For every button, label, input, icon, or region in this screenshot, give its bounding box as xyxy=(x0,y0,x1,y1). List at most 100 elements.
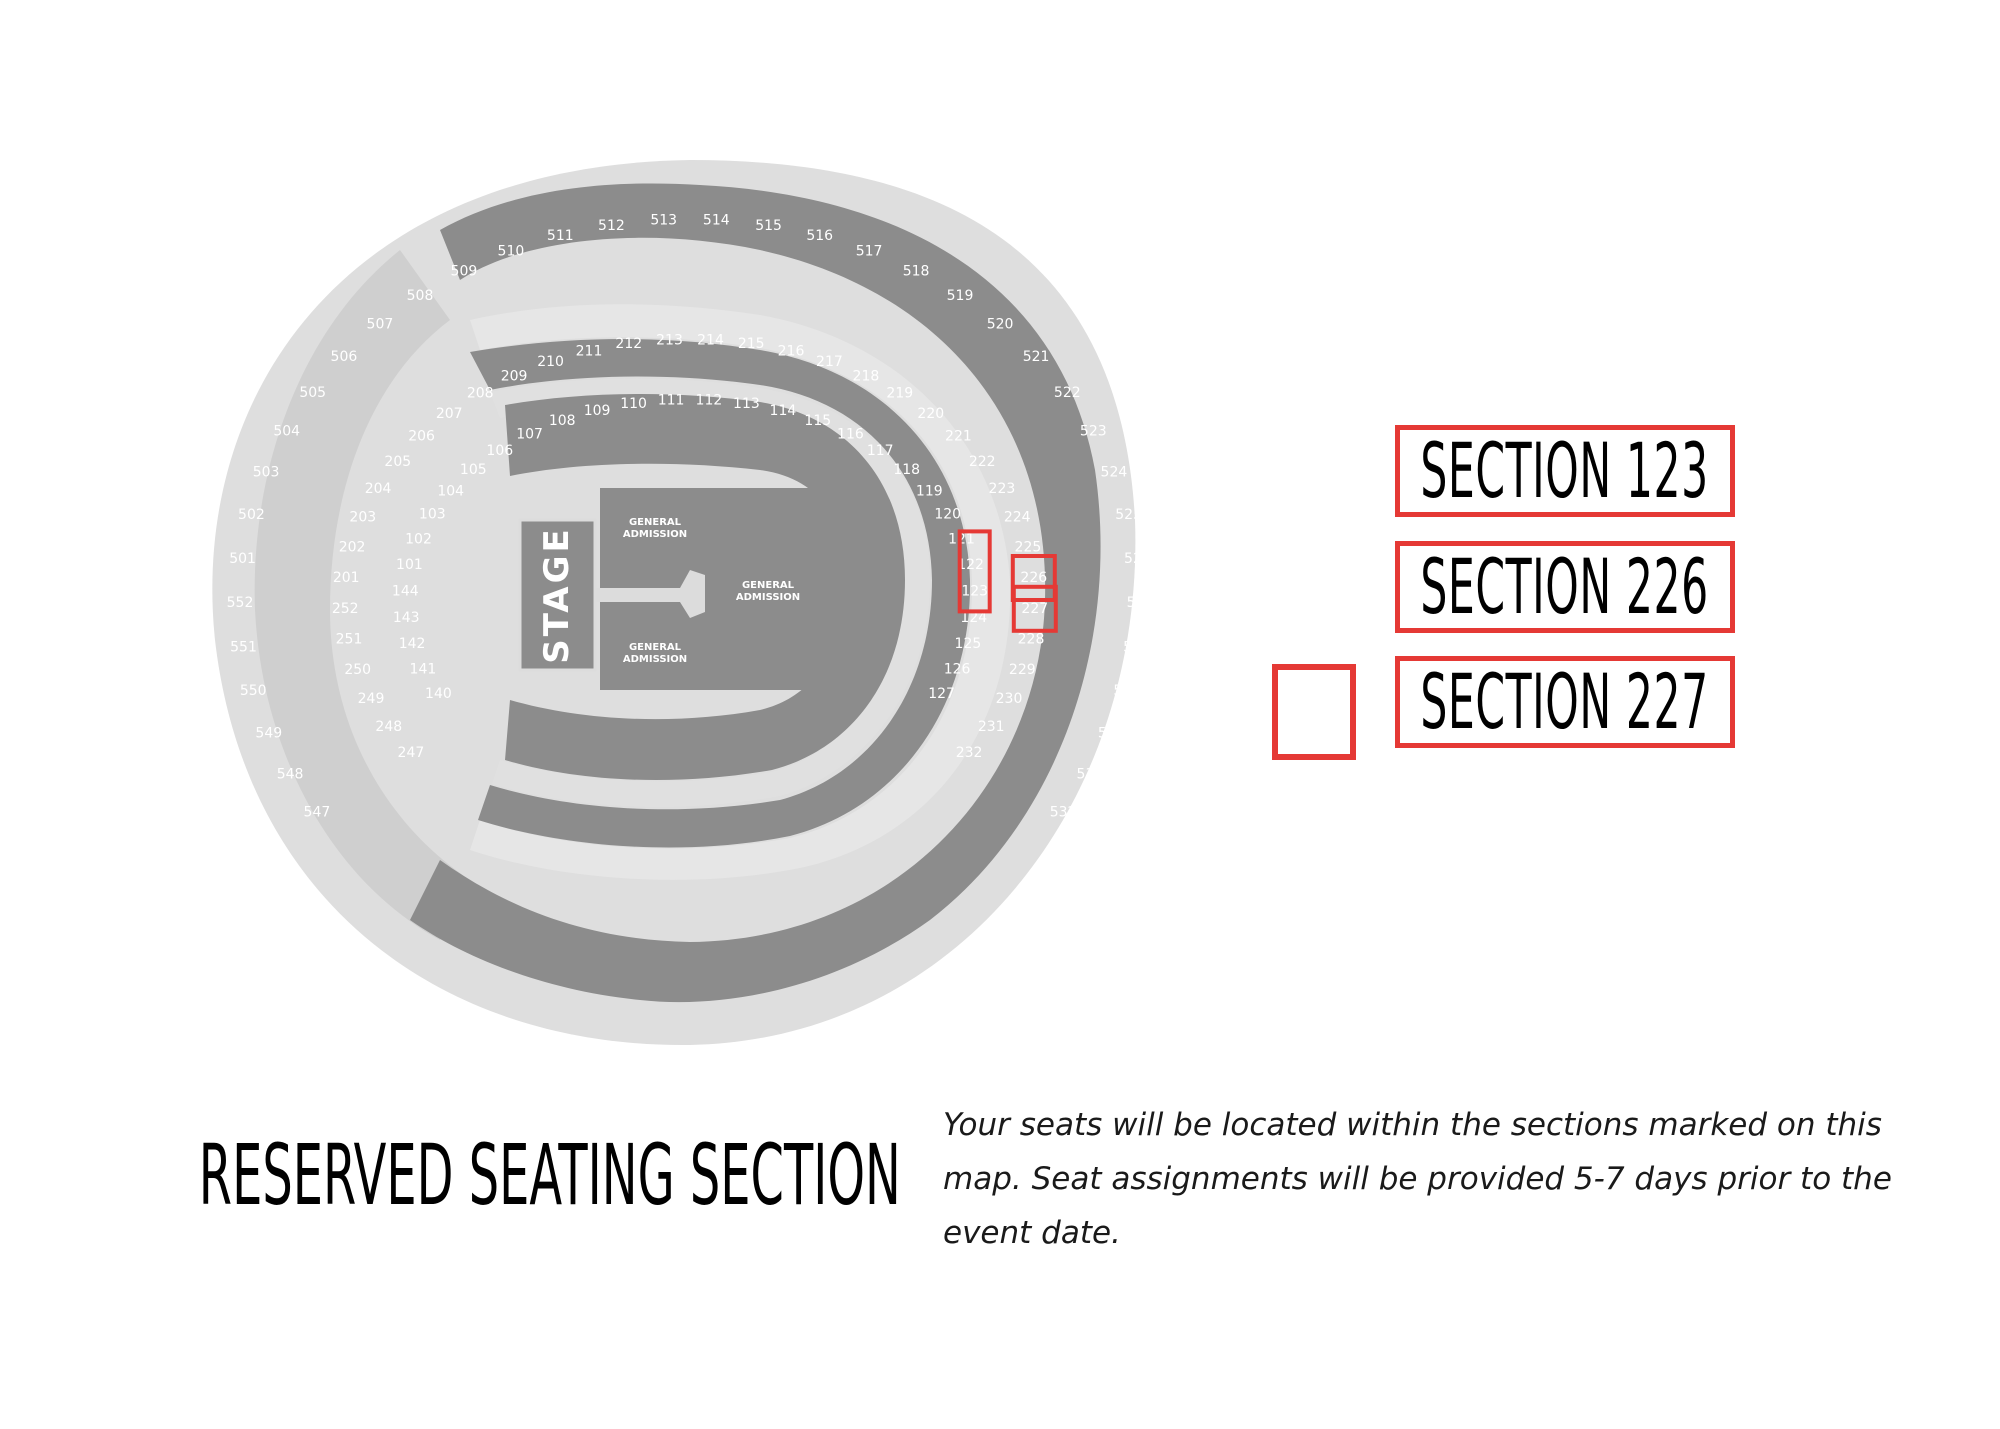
section-524: 524 xyxy=(1101,464,1128,480)
section-520: 520 xyxy=(987,317,1014,333)
section-252: 252 xyxy=(332,601,359,617)
section-122: 122 xyxy=(957,557,984,573)
section-117: 117 xyxy=(867,443,894,459)
section-229: 229 xyxy=(1009,662,1036,678)
section-203: 203 xyxy=(349,510,376,526)
section-549: 549 xyxy=(255,726,282,742)
section-123: 123 xyxy=(961,583,988,599)
section-249: 249 xyxy=(358,691,385,707)
section-551: 551 xyxy=(230,640,257,656)
section-513: 513 xyxy=(650,213,677,229)
highlight-section-226 xyxy=(1010,554,1057,602)
section-204: 204 xyxy=(365,481,392,497)
section-222: 222 xyxy=(969,454,996,470)
section-219: 219 xyxy=(886,386,913,402)
section-114: 114 xyxy=(770,403,797,419)
section-108: 108 xyxy=(549,413,576,429)
legend-item-section-123: SECTION 123 xyxy=(1395,425,1735,517)
section-503: 503 xyxy=(253,464,280,480)
section-125: 125 xyxy=(955,636,982,652)
section-217: 217 xyxy=(816,354,843,370)
stadium-left-bowl xyxy=(254,250,470,940)
section-232: 232 xyxy=(956,745,983,761)
section-102: 102 xyxy=(405,531,432,547)
section-552: 552 xyxy=(227,595,254,611)
section-521: 521 xyxy=(1023,349,1050,365)
legend-item-section-227: SECTION 227 xyxy=(1395,656,1735,748)
section-227: 227 xyxy=(1021,601,1048,617)
section-228: 228 xyxy=(1018,632,1045,648)
section-531: 531 xyxy=(1077,766,1104,782)
section-224: 224 xyxy=(1004,510,1031,526)
section-250: 250 xyxy=(344,662,371,678)
section-530: 530 xyxy=(1098,726,1125,742)
section-502: 502 xyxy=(238,507,265,523)
section-142: 142 xyxy=(399,636,426,652)
legend-label: SECTION 123 xyxy=(1420,426,1710,515)
section-144: 144 xyxy=(392,583,419,599)
section-223: 223 xyxy=(989,481,1016,497)
section-210: 210 xyxy=(537,354,564,370)
section-248: 248 xyxy=(375,719,402,735)
section-140: 140 xyxy=(425,686,452,702)
section-230: 230 xyxy=(996,691,1023,707)
section-202: 202 xyxy=(339,539,366,555)
section-120: 120 xyxy=(934,507,961,523)
section-105: 105 xyxy=(460,462,487,478)
section-118: 118 xyxy=(893,462,920,478)
section-115: 115 xyxy=(804,413,831,429)
section-119: 119 xyxy=(916,483,943,499)
section-104: 104 xyxy=(437,483,464,499)
stage-label: STAGE xyxy=(537,526,577,664)
section-127: 127 xyxy=(928,686,955,702)
section-547: 547 xyxy=(304,805,331,821)
section-141: 141 xyxy=(410,662,437,678)
legend-swatch xyxy=(1272,664,1356,760)
legend-item-section-226: SECTION 226 xyxy=(1395,541,1735,633)
reserved-seating-title: RESERVED SEATING SECTION xyxy=(198,1126,902,1224)
section-510: 510 xyxy=(498,243,525,259)
stage-runway xyxy=(595,570,705,618)
section-124: 124 xyxy=(960,610,987,626)
section-103: 103 xyxy=(419,507,446,523)
section-512: 512 xyxy=(598,218,625,234)
ring-100 xyxy=(505,394,905,781)
section-226: 226 xyxy=(1020,570,1047,586)
section-143: 143 xyxy=(393,610,420,626)
section-548: 548 xyxy=(277,766,304,782)
section-511: 511 xyxy=(547,228,574,244)
section-517: 517 xyxy=(856,243,883,259)
section-107: 107 xyxy=(516,427,543,443)
seat-assignment-note: Your seats will be located within the se… xyxy=(943,1107,1892,1251)
upper-ring xyxy=(410,183,1101,1003)
section-509: 509 xyxy=(451,263,478,279)
section-109: 109 xyxy=(584,403,611,419)
section-505: 505 xyxy=(299,385,326,401)
section-209: 209 xyxy=(501,368,528,384)
section-523: 523 xyxy=(1080,424,1107,440)
section-516: 516 xyxy=(806,228,833,244)
legend-label: SECTION 226 xyxy=(1420,542,1710,631)
section-518: 518 xyxy=(903,263,930,279)
section-110: 110 xyxy=(620,396,647,412)
section-116: 116 xyxy=(837,427,864,443)
section-525: 525 xyxy=(1115,507,1142,523)
section-522: 522 xyxy=(1054,385,1081,401)
stage xyxy=(518,518,597,672)
ring-200 xyxy=(470,338,971,848)
section-216: 216 xyxy=(778,343,805,359)
highlight-section-227 xyxy=(1011,584,1058,633)
section-211: 211 xyxy=(576,343,603,359)
section-526: 526 xyxy=(1124,551,1151,567)
section-504: 504 xyxy=(273,424,300,440)
section-215: 215 xyxy=(738,336,765,352)
section-220: 220 xyxy=(917,406,944,422)
section-112: 112 xyxy=(696,392,723,408)
section-527: 527 xyxy=(1127,595,1154,611)
section-506: 506 xyxy=(331,349,358,365)
section-207: 207 xyxy=(436,406,463,422)
section-208: 208 xyxy=(467,386,494,402)
